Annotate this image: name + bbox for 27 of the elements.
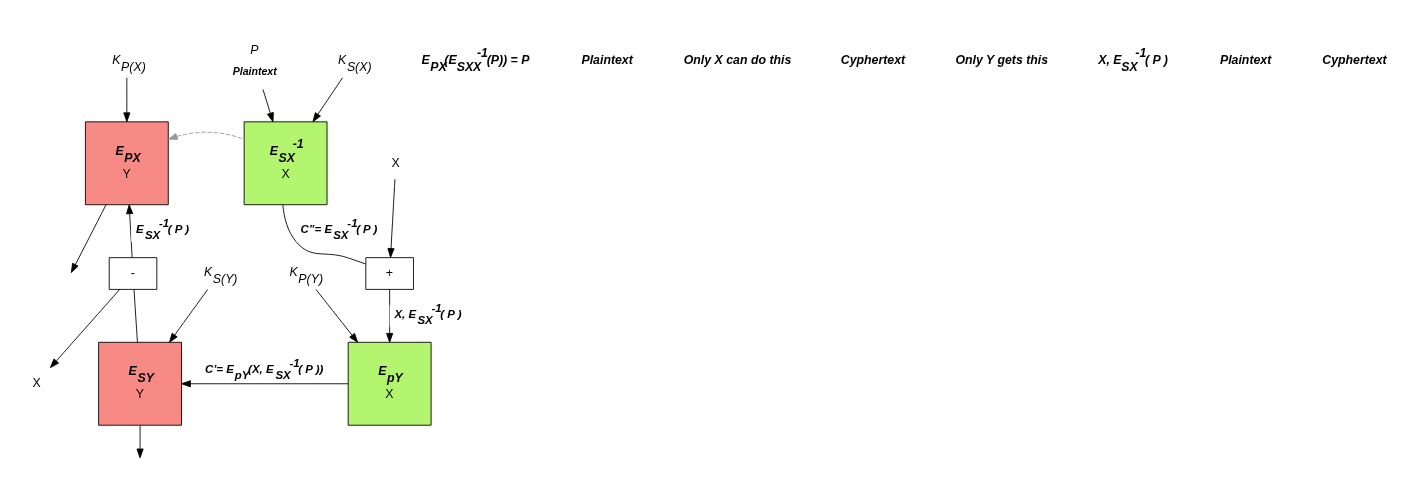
arrow (136, 425, 144, 459)
arrow (386, 289, 394, 343)
connector (282, 204, 367, 265)
arrow (387, 178, 396, 258)
label: Only X can do this (683, 53, 792, 68)
node-text: X (391, 155, 400, 170)
arrow (167, 131, 245, 140)
node-text: P (250, 43, 259, 58)
arrow (70, 204, 107, 273)
label: Plaintext (581, 53, 633, 68)
arrow (126, 204, 134, 258)
node-box: + (365, 257, 414, 290)
label: Cyphertext (1322, 53, 1387, 68)
node-box: - (108, 257, 158, 290)
arrow (50, 289, 121, 368)
arrow (181, 380, 349, 388)
arrow (315, 289, 359, 343)
arrow (123, 77, 131, 123)
label: Cyphertext (840, 53, 906, 68)
node-text: X (32, 376, 41, 391)
label: Only Y gets this (955, 53, 1049, 68)
arrow (169, 289, 209, 343)
arrow (262, 89, 274, 123)
arrow (312, 77, 343, 123)
node-label: Plaintext (232, 64, 277, 77)
label: Plaintext (1219, 53, 1272, 68)
connector (133, 289, 138, 343)
